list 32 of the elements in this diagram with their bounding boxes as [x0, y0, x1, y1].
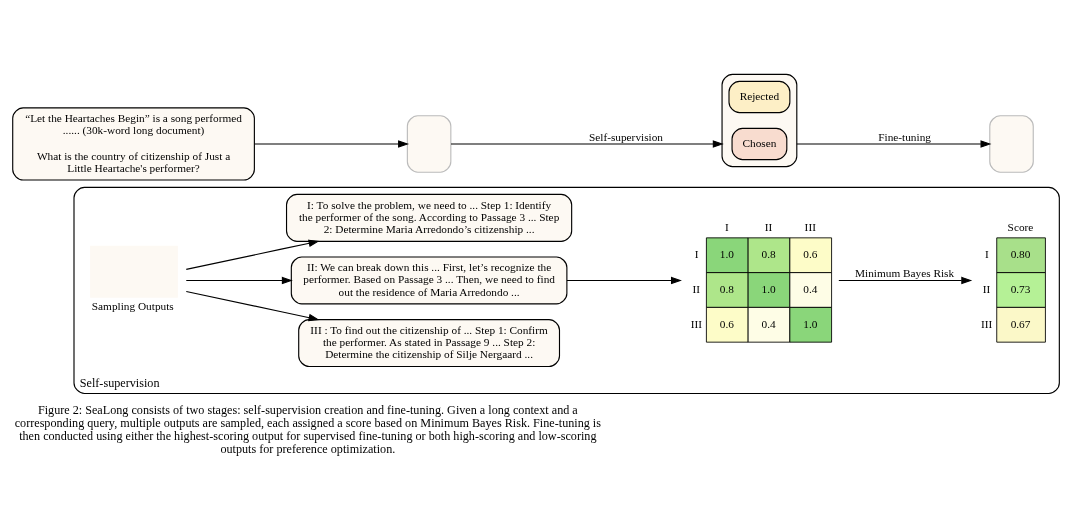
node-box: Chosen: [731, 127, 788, 160]
arrow: [566, 276, 682, 284]
node-box: [989, 114, 1034, 173]
caption: Figure 2: SeaLong consists of two stages: self-supervision creation and fine-tuning. Given a long context and a corresponding query, multiple outputs are sampled, each assigned a score based on Minimum Bayes Risk. Fine-tuning is then conducted using either the highest-scoring output for supervised fine-tuning or both high-scoring and low-scoring outputs for preference optimization.: [14, 402, 601, 456]
node-label: III: [690, 317, 703, 330]
node-label: I: [985, 247, 989, 260]
node-box: “Let the Heartaches Begin” is a song performed ...... (30k-word long document) What is the country of citizenship of Just a Little Heartache's performer?: [12, 106, 255, 181]
node-label: Sampling Outputs: [91, 299, 174, 312]
node-label: III: [981, 317, 993, 330]
edge-label: Self-supervision: [588, 130, 664, 143]
edge-label: Fine-tuning: [878, 130, 931, 143]
arrow: [838, 276, 973, 284]
node-label: II: [982, 282, 991, 295]
arrow: [185, 239, 320, 270]
node-label: Score: [1007, 220, 1034, 233]
cluster: [721, 73, 798, 167]
node-label: I: [725, 220, 729, 233]
node-box: Rejected: [728, 80, 791, 113]
node-label: II: [764, 220, 773, 233]
node-box: III : To find out the citizenship of ... Step 1: Confirm the performer. As stated in Passage 9 ... Step 2: Determine the citizenship of Silje Nergaard ...: [298, 318, 561, 367]
arrow: [185, 276, 293, 284]
node-label: I: [694, 247, 699, 260]
node-box: II: We can break down this ... First, let’s recognize the performer. Based on Passage 3 ... Then, we need to find out the residence of Maria Arredondo ...: [290, 255, 568, 304]
arrow: [185, 290, 320, 321]
arrow: [450, 139, 724, 148]
node-box: I: To solve the problem, we need to ... Step 1: Identify the performer of the song. According to Passage 3 ... Step 2: Determine Maria Arredondo’s citizenship ...: [285, 193, 573, 242]
node-box: [406, 114, 452, 173]
arrow: [254, 139, 410, 148]
node-label: II: [692, 282, 701, 295]
node-label: III: [804, 220, 816, 233]
arrow: [796, 139, 992, 148]
edge-label: Minimum Bayes Risk: [855, 266, 955, 279]
